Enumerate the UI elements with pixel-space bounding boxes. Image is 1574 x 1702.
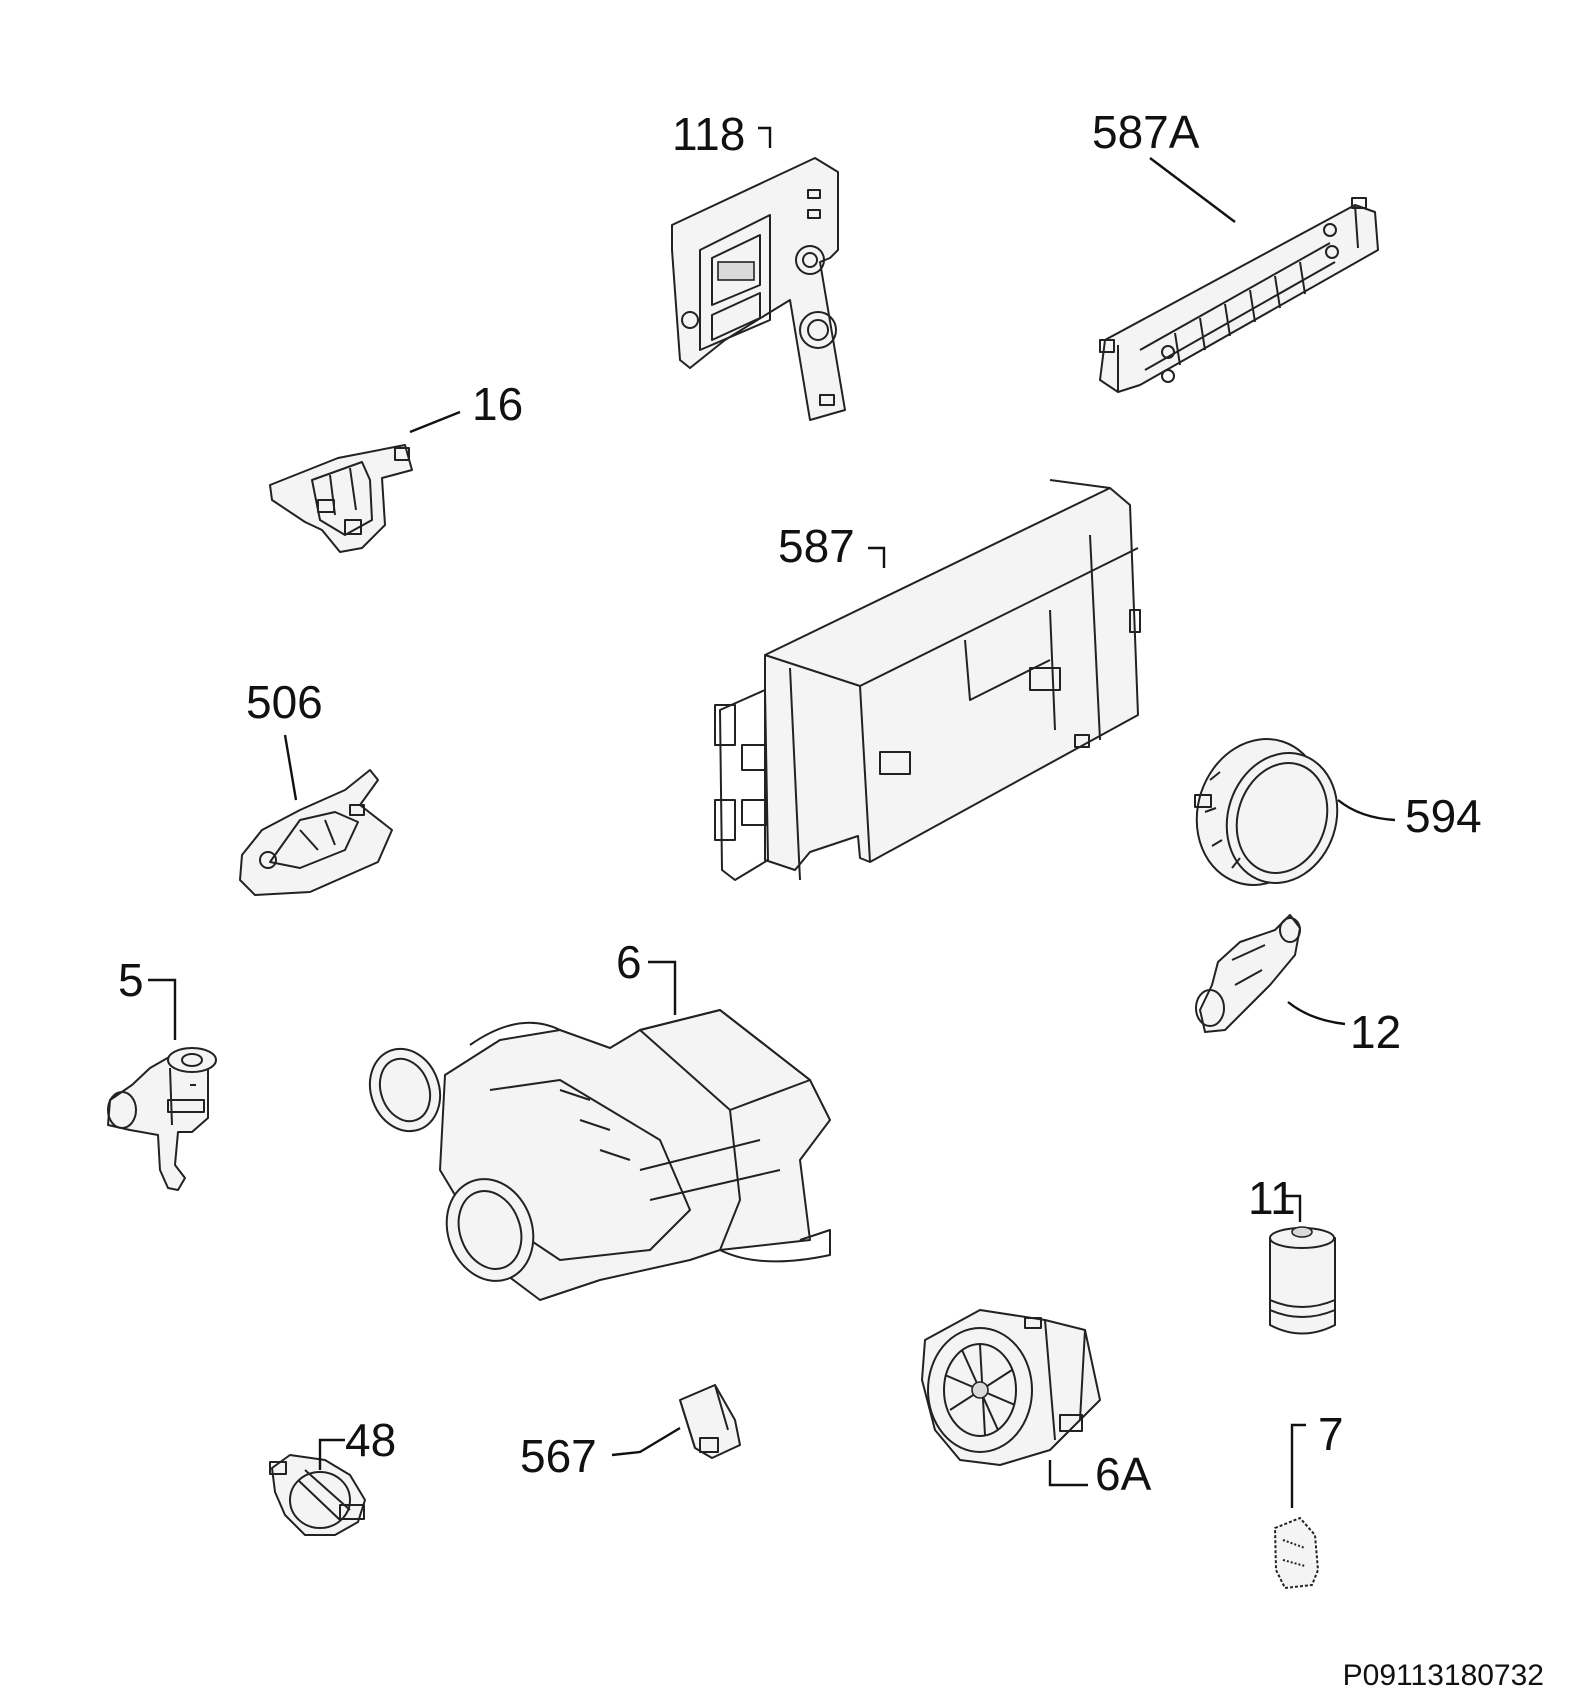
label-6: 6	[616, 936, 642, 988]
part-506-door-latch	[239, 769, 393, 896]
part-6A-drain-pump	[921, 1309, 1101, 1466]
part-587-electronic-module	[714, 479, 1141, 881]
leader-11	[1284, 1194, 1302, 1222]
label-587: 587	[778, 520, 855, 572]
part-567-cap	[679, 1384, 741, 1459]
label-118: 118	[672, 108, 745, 160]
leader-587A	[1149, 157, 1236, 223]
part-5-inlet-valve	[107, 1047, 217, 1191]
part-118-control-bracket	[671, 157, 846, 421]
part-594-rotary-knob	[1194, 738, 1339, 886]
leader-506	[283, 734, 298, 801]
leader-16	[409, 410, 461, 434]
leader-594	[1337, 799, 1396, 822]
label-506: 506	[246, 676, 323, 728]
part-6-circulation-pump	[368, 1009, 831, 1301]
leader-6A	[1048, 1460, 1088, 1487]
label-5: 5	[118, 954, 144, 1006]
label-594: 594	[1405, 790, 1482, 842]
leader-567	[611, 1426, 681, 1457]
part-587A-button-strip	[1099, 197, 1379, 393]
part-7-small-sensor	[1274, 1517, 1319, 1589]
label-16: 16	[472, 378, 523, 430]
label-7: 7	[1318, 1408, 1344, 1460]
part-48-pressure-switch	[269, 1454, 366, 1536]
leader-12	[1287, 1001, 1346, 1026]
label-48: 48	[345, 1414, 396, 1466]
leader-587	[868, 546, 886, 568]
part-12-flow-sensor	[1195, 914, 1301, 1033]
part-11-capacitor	[1269, 1226, 1336, 1335]
reference-code: P09113180732	[1343, 1659, 1544, 1692]
label-6A: 6A	[1095, 1448, 1152, 1500]
leader-118	[758, 126, 772, 148]
label-567: 567	[520, 1430, 597, 1482]
leader-7	[1290, 1423, 1306, 1508]
label-11: 11	[1248, 1172, 1296, 1224]
leader-48	[318, 1438, 345, 1470]
leader-6	[648, 960, 677, 1015]
label-12: 12	[1350, 1006, 1401, 1058]
leader-5	[148, 978, 177, 1040]
part-16-door-lock	[269, 444, 413, 553]
label-587A: 587A	[1092, 106, 1200, 158]
